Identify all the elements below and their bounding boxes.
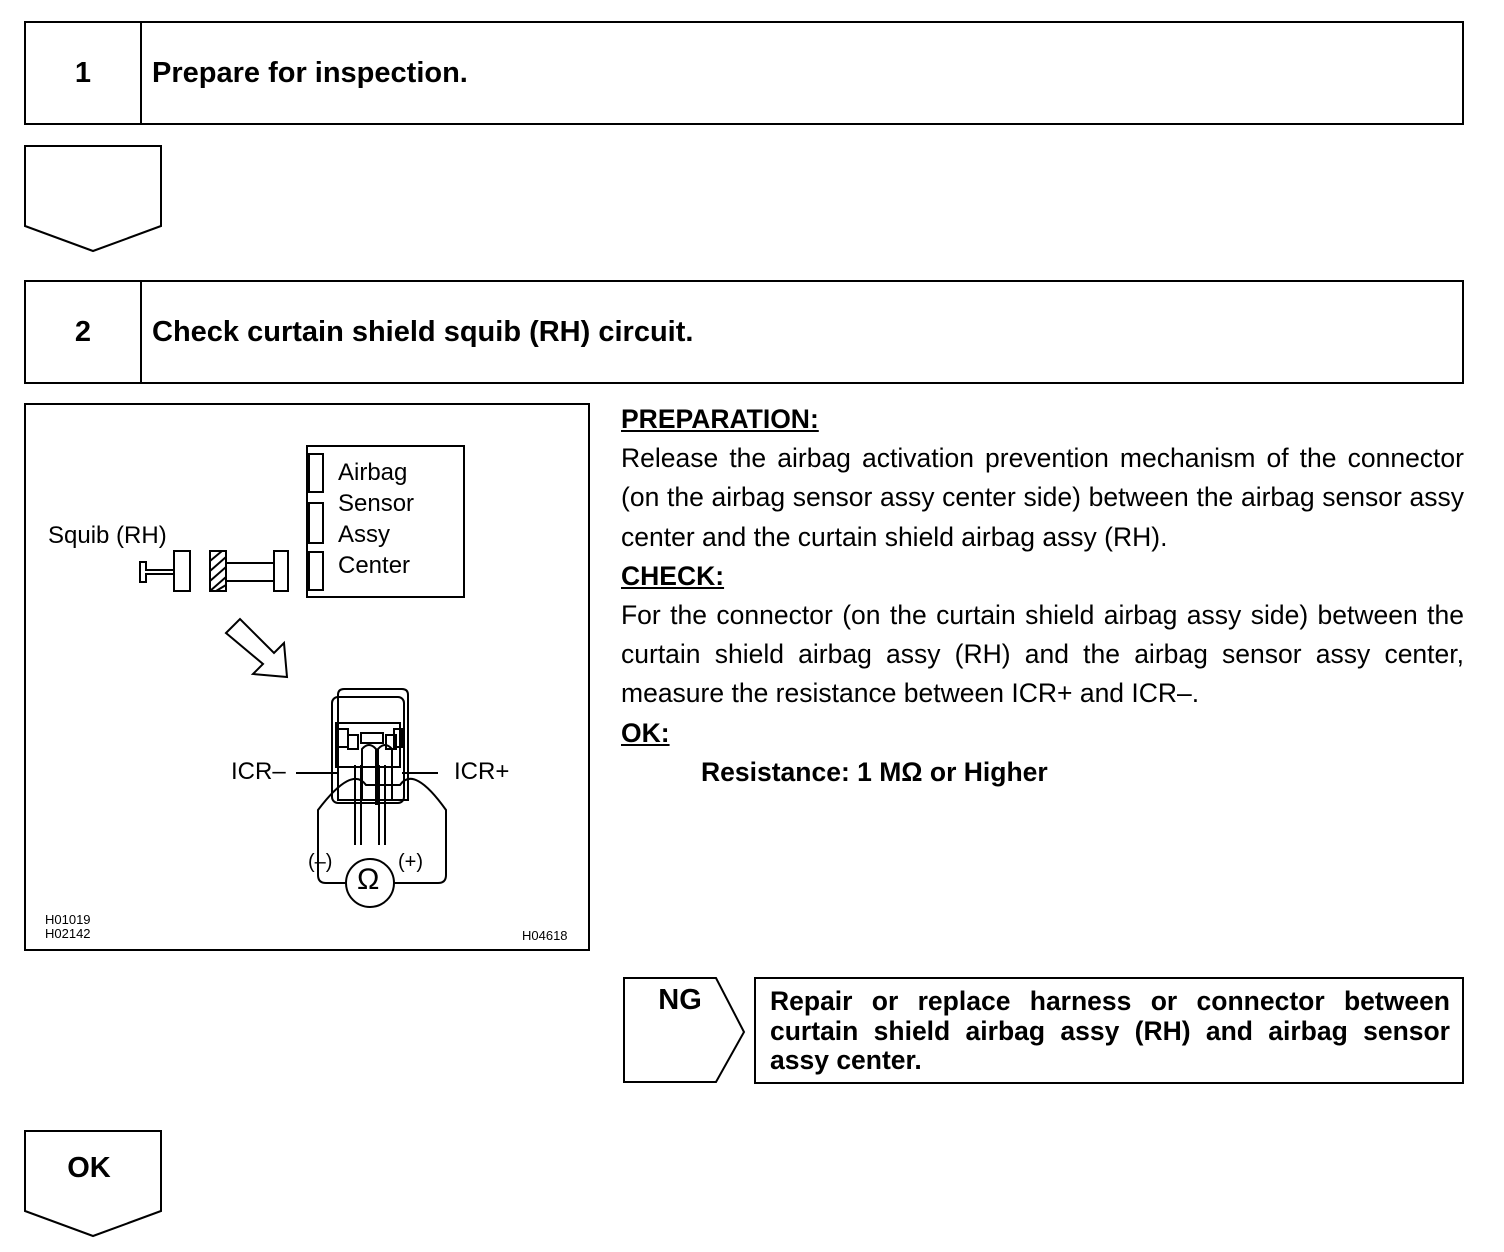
squib-rh-label: Squib (RH) xyxy=(48,522,167,549)
airbag-sensor-label-3: Assy xyxy=(338,521,391,548)
meter-plus-label: (+) xyxy=(398,851,423,873)
ng-action-box: Repair or replace harness or connector b… xyxy=(754,977,1464,1084)
inspection-instructions: PREPARATION: Release the airbag activati… xyxy=(621,400,1464,792)
ok-arrow xyxy=(24,1130,162,1238)
step-2-header: 2 Check curtain shield squib (RH) circui… xyxy=(24,280,1464,384)
connector-diagram: Airbag Sensor Assy Center Squib (RH) ICR… xyxy=(24,403,590,951)
ok-label: OK xyxy=(67,1152,111,1184)
check-text: For the connector (on the curtain shield… xyxy=(621,600,1464,709)
airbag-sensor-label-1: Airbag xyxy=(338,459,408,486)
step-1-number: 1 xyxy=(26,23,142,123)
step-2-number: 2 xyxy=(26,282,142,382)
icr-plus-label: ICR+ xyxy=(454,758,510,785)
flow-down-arrow xyxy=(24,145,162,253)
airbag-sensor-label-4: Center xyxy=(338,552,411,579)
preparation-text: Release the airbag activation prevention… xyxy=(621,443,1464,552)
ok-heading: OK: xyxy=(621,717,670,748)
figure-code-1: H01019 xyxy=(45,912,91,927)
ng-label: NG xyxy=(658,984,702,1016)
meter-minus-label: (–) xyxy=(308,851,333,873)
step-2-title: Check curtain shield squib (RH) circuit. xyxy=(152,315,694,348)
resistance-spec: Resistance: 1 MΩ or Higher xyxy=(701,756,1048,787)
connector-drawing xyxy=(139,445,465,908)
icr-minus-label: ICR– xyxy=(231,758,286,785)
airbag-sensor-label-2: Sensor xyxy=(338,490,415,517)
preparation-heading: PREPARATION: xyxy=(621,404,819,434)
step-1-title: Prepare for inspection. xyxy=(152,56,468,89)
figure-code-right: H04618 xyxy=(522,928,568,943)
check-heading: CHECK: xyxy=(621,560,725,591)
ng-arrow xyxy=(623,977,746,1083)
ohm-icon: Ω xyxy=(357,863,380,896)
figure-code-2: H02142 xyxy=(45,926,91,941)
step-1-header: 1 Prepare for inspection. xyxy=(24,21,1464,125)
